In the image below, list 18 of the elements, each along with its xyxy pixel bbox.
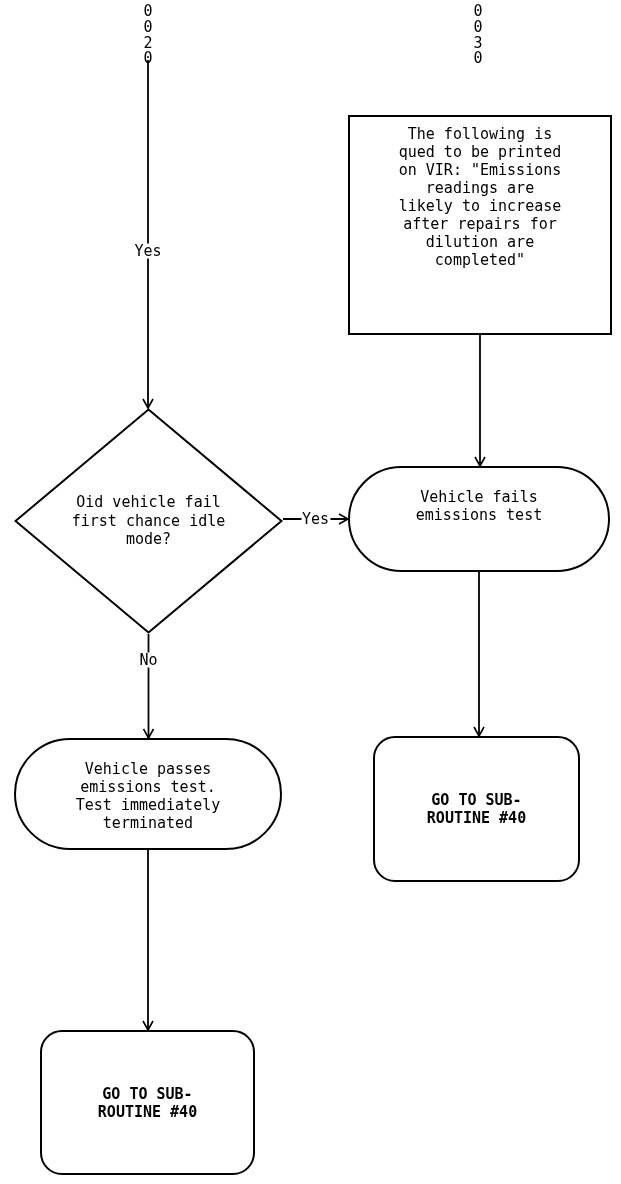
- arrow: [142, 849, 154, 1031]
- subroutine-box: [373, 736, 580, 882]
- process-box: [348, 115, 612, 335]
- edge-label: No: [138, 652, 159, 668]
- arrow: [142, 633, 155, 739]
- box-text: Vehicle passes emissions test. Test immediately terminated: [74, 760, 222, 832]
- decision-diamond: [14, 408, 283, 634]
- edge-label: Yes: [133, 243, 163, 259]
- edge-label: Yes: [300, 511, 331, 527]
- decision-text: Oid vehicle fail first chance idle mode?: [70, 492, 227, 550]
- box-text: GO TO SUB-ROUTINE #40: [96, 1084, 199, 1121]
- box-text: The following is qued to be printed on VIR: "Emissions readings are likely to increase after repairs for dilution are completed": [397, 125, 563, 269]
- arrow: [473, 571, 485, 737]
- subroutine-box: [40, 1030, 255, 1175]
- arrow: [474, 334, 486, 467]
- box-text: GO TO SUB-ROUTINE #40: [425, 791, 528, 827]
- arrow: [142, 59, 154, 409]
- box-text: Vehicle fails emissions test: [414, 488, 544, 524]
